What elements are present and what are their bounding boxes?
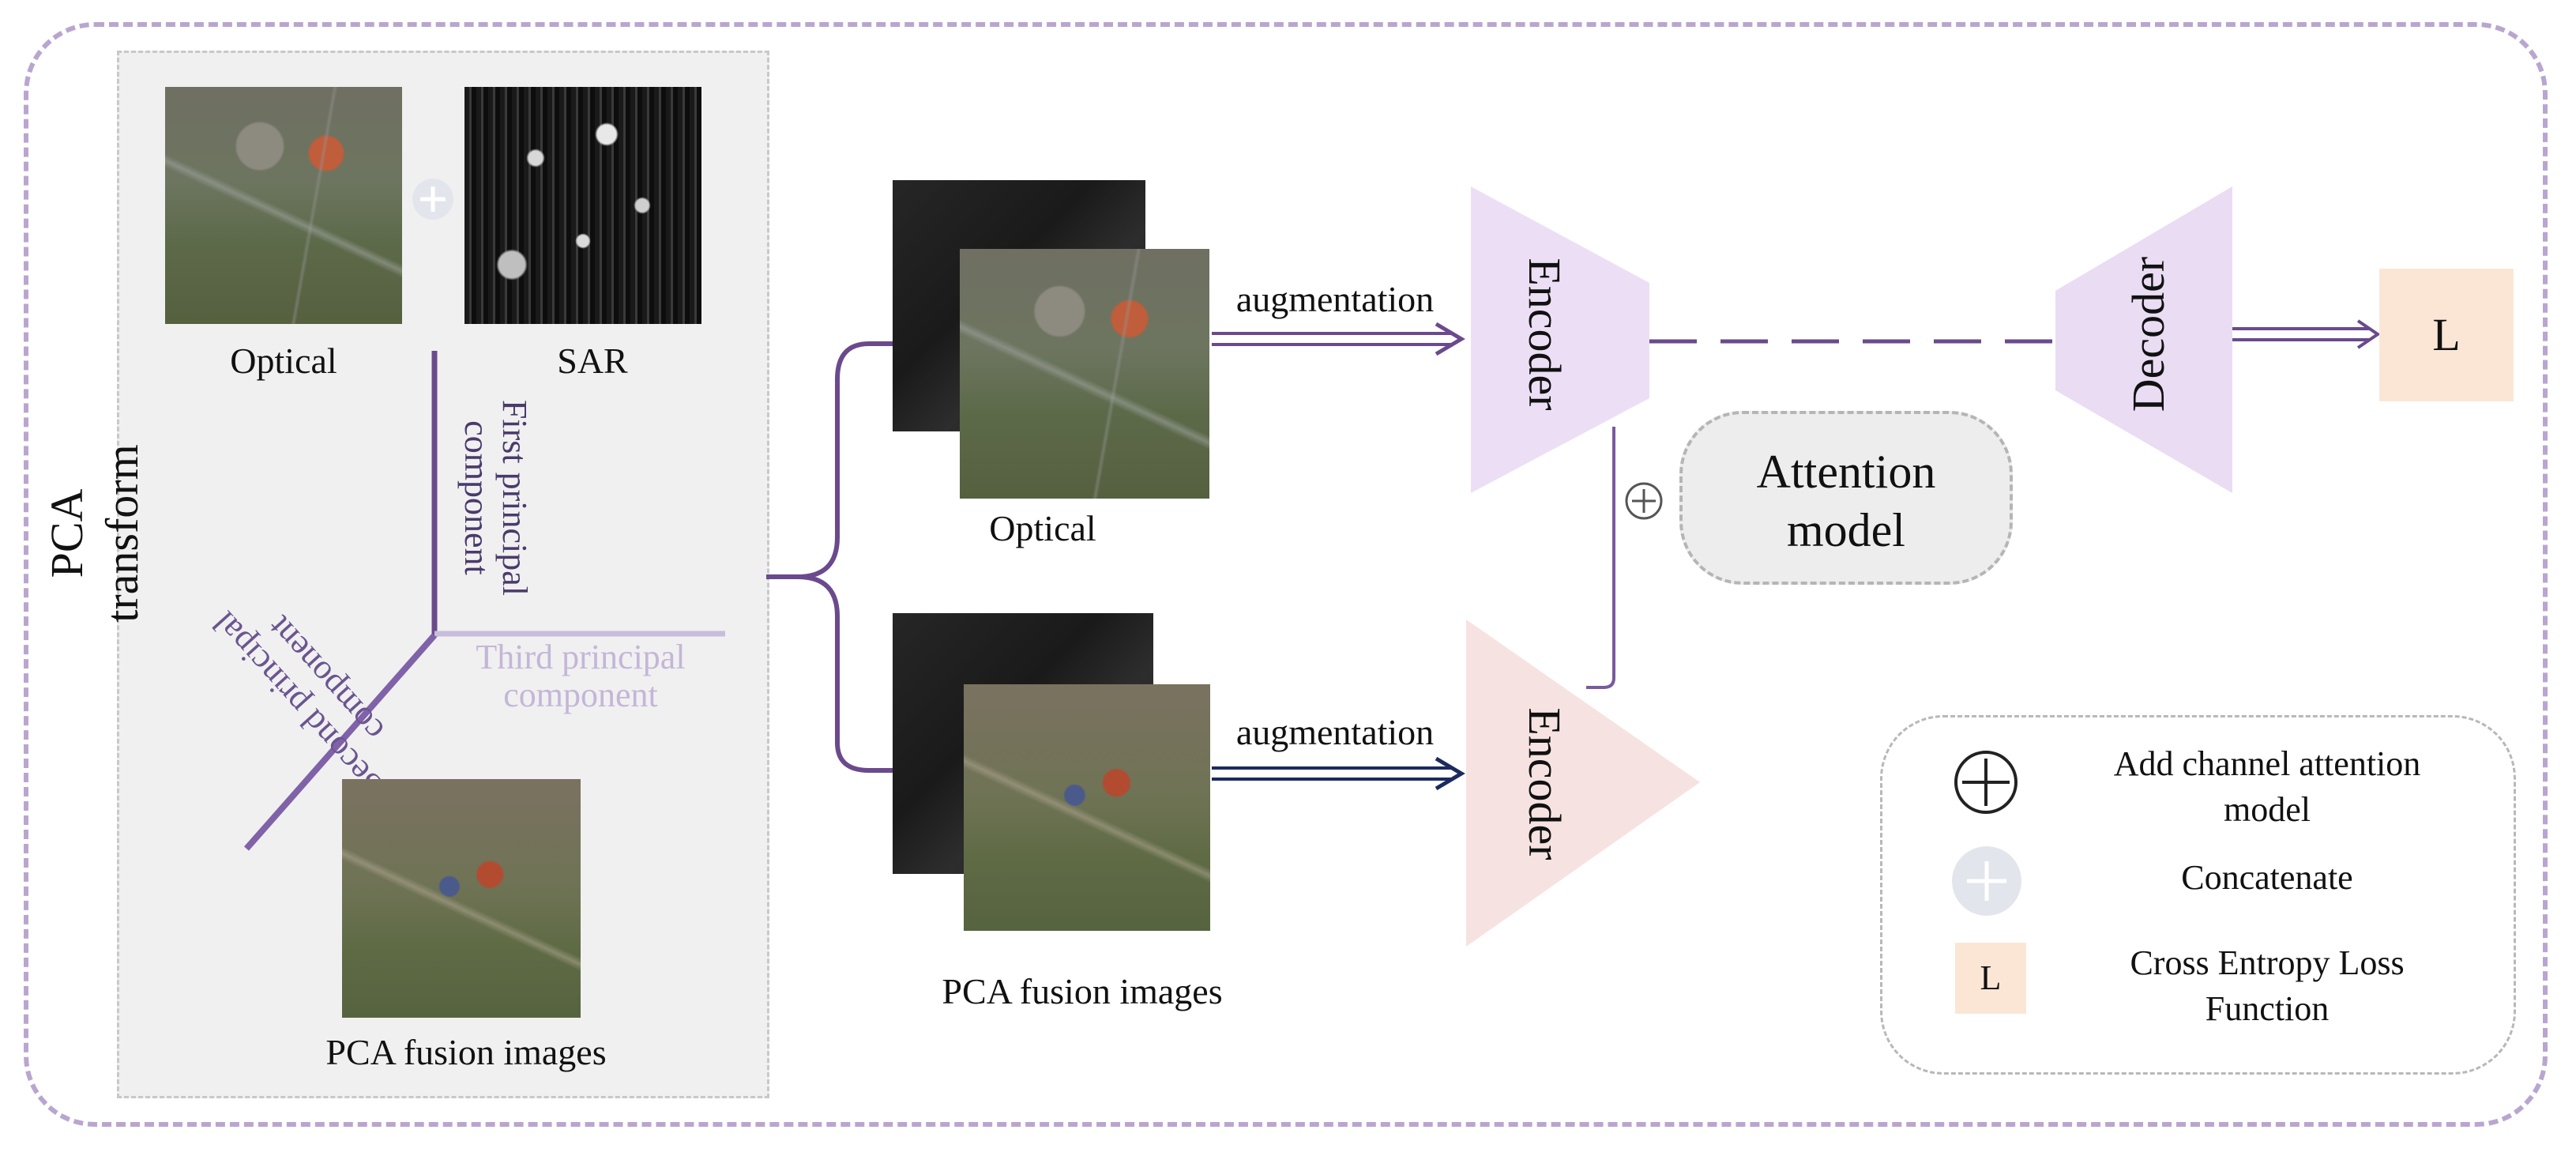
- encoder-top: [1471, 186, 1649, 493]
- encoder-top-label: Encoder: [1519, 258, 1570, 411]
- concatenate-icon: [412, 179, 453, 220]
- optical-image: [165, 87, 402, 324]
- loss-box: L: [2379, 269, 2514, 401]
- add-attention-legend-label: Add channel attention model: [2113, 744, 2421, 829]
- branch-connector: [766, 341, 897, 773]
- pca-fusion-image: [342, 779, 581, 1018]
- outer-frame: [24, 22, 2548, 1127]
- loss-legend-label: Cross Entropy Loss Function: [2130, 943, 2405, 1028]
- third-principal-component-label: Third principal component: [476, 638, 686, 714]
- attention-model: Attention model: [1679, 411, 2013, 585]
- augmentation-top-label: augmentation: [1235, 279, 1435, 319]
- concatenate-legend-label: Concatenate: [2181, 858, 2353, 897]
- pca-axes: [243, 351, 725, 851]
- loss-legend-icon: L: [1955, 943, 2026, 1014]
- sar-label: SAR: [557, 341, 628, 381]
- decoder: [2055, 186, 2232, 493]
- encoder-bottom-label: Encoder: [1519, 707, 1570, 860]
- decoder-label: Decoder: [2123, 256, 2174, 412]
- legend: [1880, 715, 2516, 1075]
- optical-stack-front: [960, 249, 1209, 499]
- encoder-bottom: [1466, 619, 1700, 947]
- concatenate-legend-icon: [1952, 846, 2021, 916]
- fusion-stack-front: [964, 684, 1210, 931]
- sar-image: [464, 87, 701, 324]
- fusion-branch-label: PCA fusion images: [942, 971, 1223, 1011]
- augmentation-bottom-label: augmentation: [1235, 712, 1435, 752]
- add-attention-legend-icon: [1954, 751, 2018, 814]
- circle-plus-icon: [1625, 482, 1663, 520]
- optical-label: Optical: [230, 341, 337, 381]
- optical-branch-label: Optical: [989, 508, 1096, 548]
- pca-fusion-label: PCA fusion images: [325, 1032, 607, 1072]
